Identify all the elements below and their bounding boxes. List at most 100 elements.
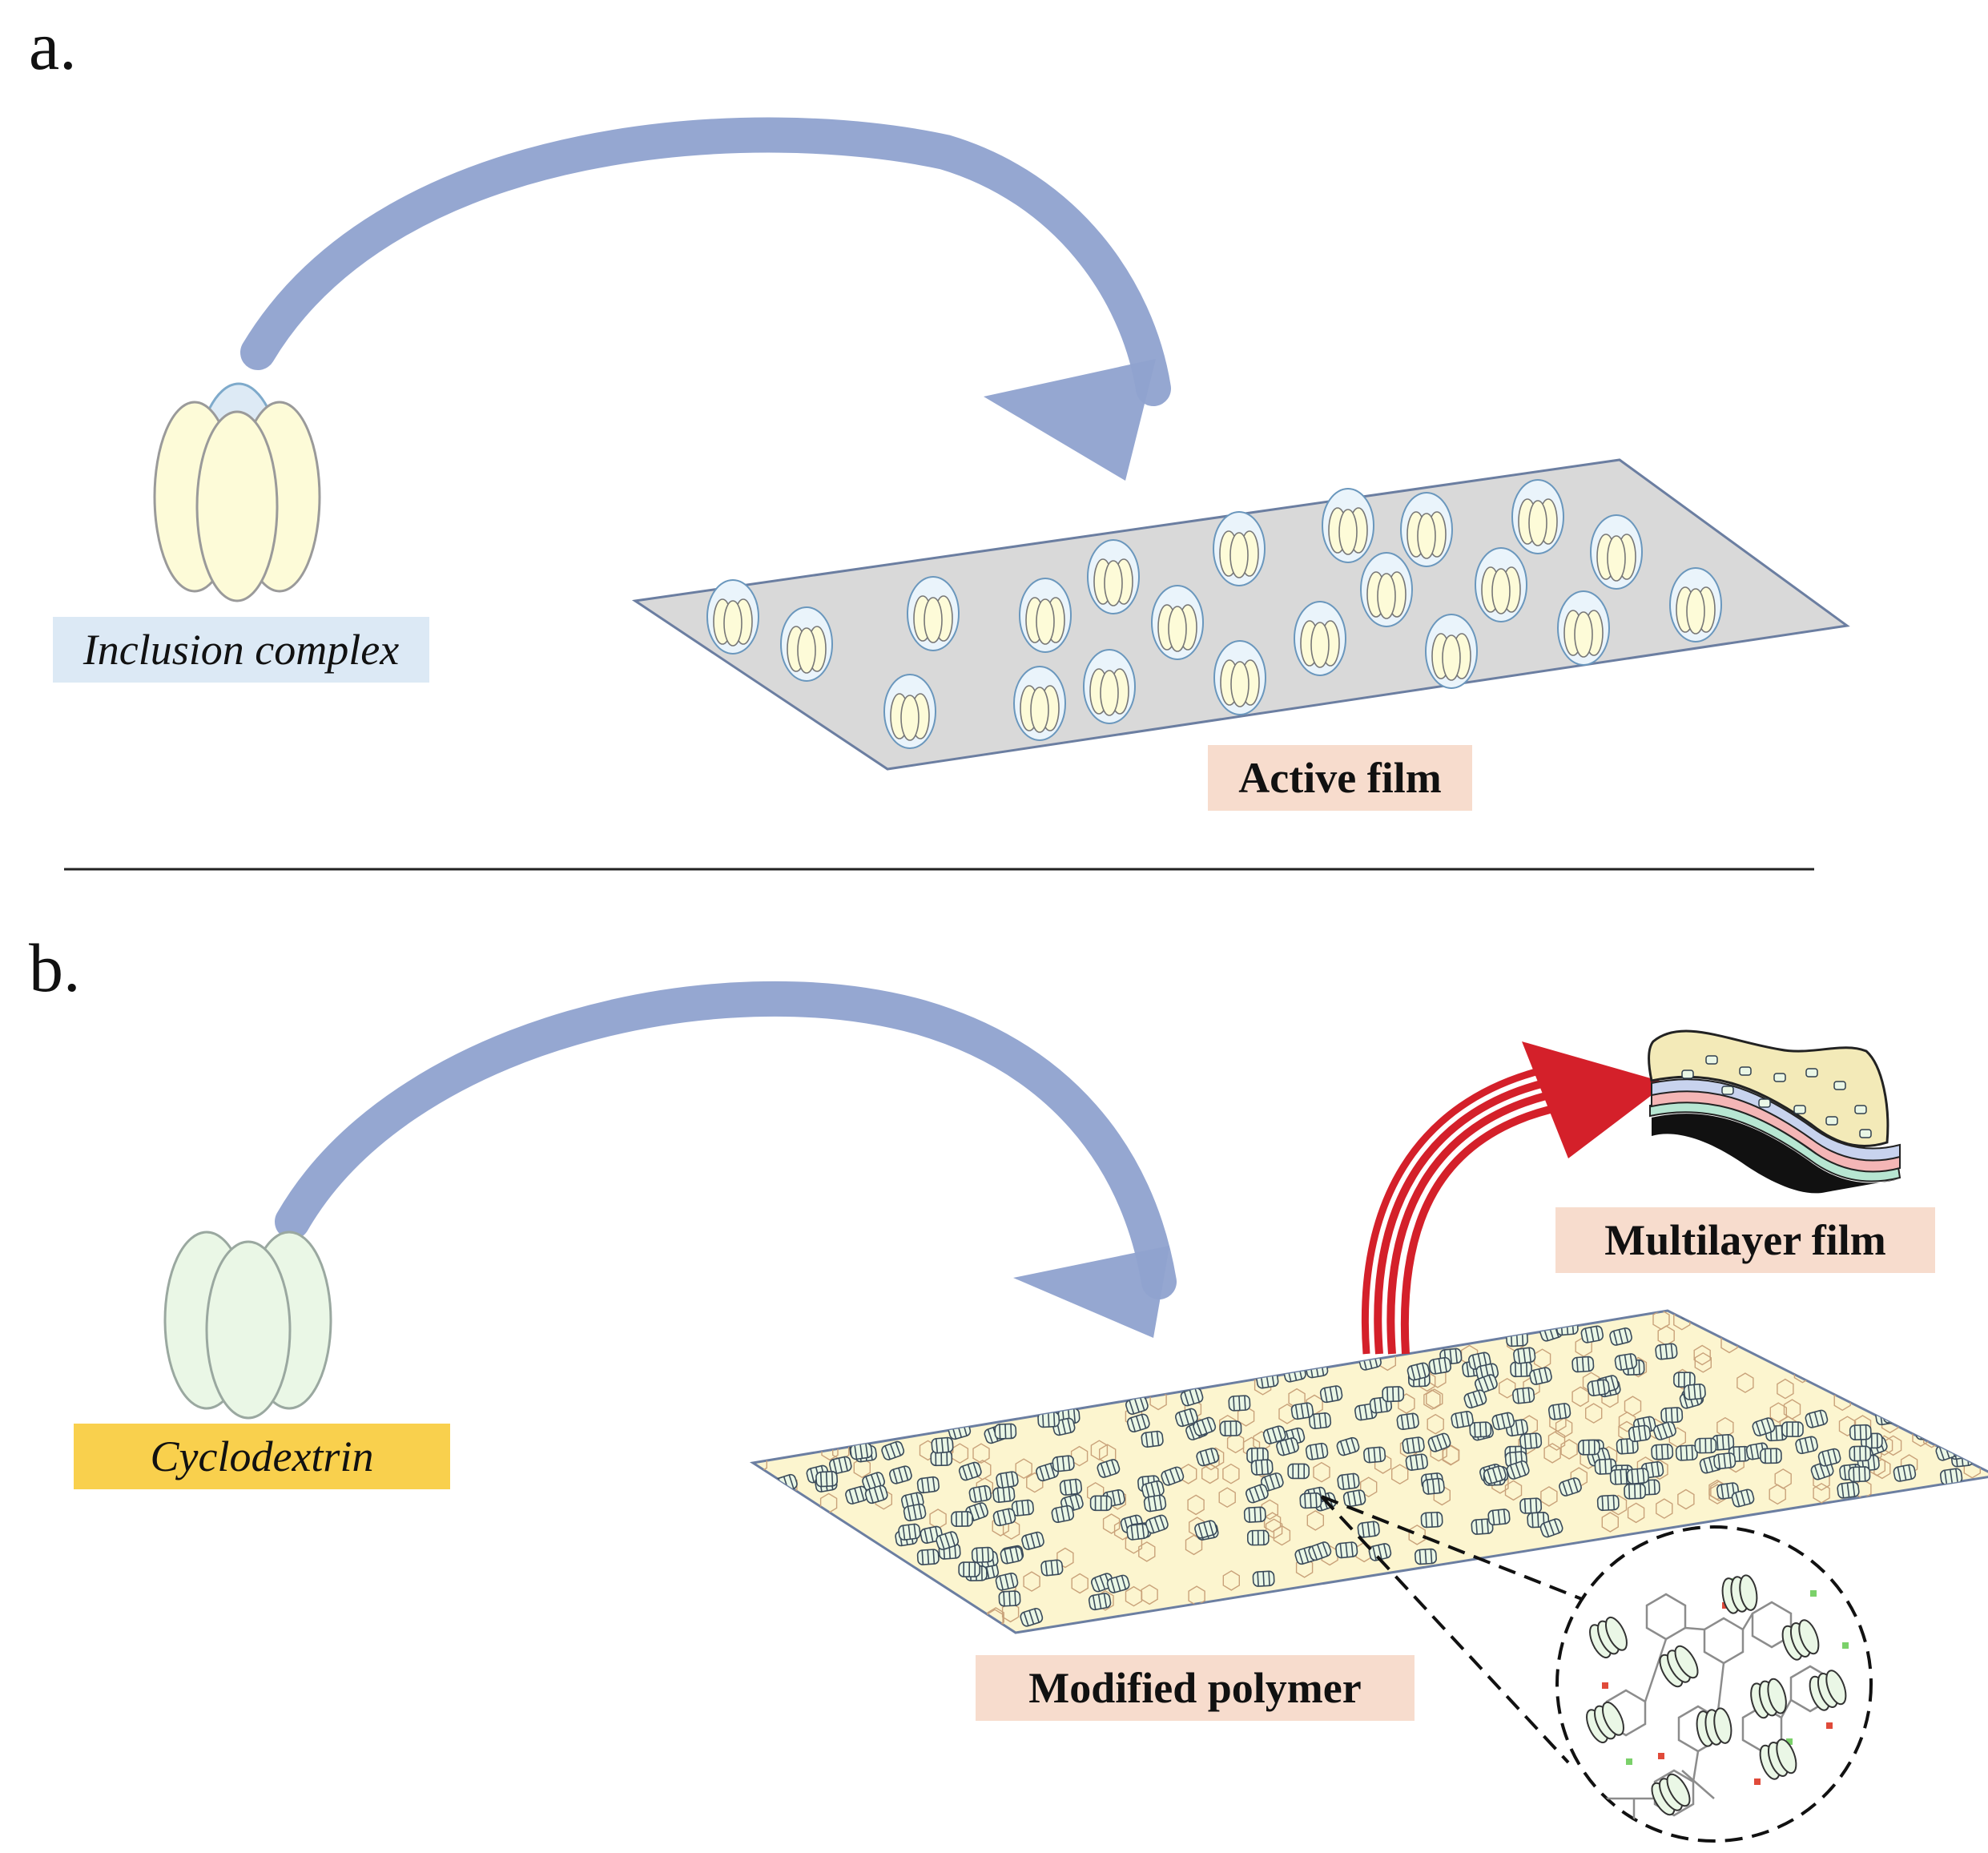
process-arrow-b bbox=[275, 981, 1177, 1338]
process-arrow-a bbox=[240, 117, 1171, 481]
cyclodextrin-particle bbox=[1356, 1520, 1381, 1539]
cyclodextrin-particle bbox=[1414, 1548, 1438, 1565]
multilayer-film-icon bbox=[1648, 1029, 1901, 1194]
cyclodextrin-particle bbox=[1950, 1433, 1974, 1452]
cyclodextrin-particle bbox=[1246, 1529, 1270, 1546]
cyclodextrin-label: Cyclodextrin bbox=[74, 1424, 450, 1489]
cyclodextrin-particle bbox=[1623, 1483, 1647, 1500]
cyclodextrin-particle bbox=[1401, 1436, 1426, 1455]
cyclodextrin-particle bbox=[1334, 1541, 1358, 1559]
cyclodextrin-particle bbox=[1915, 1424, 1938, 1440]
cyclodextrin-particle bbox=[1849, 1424, 1872, 1441]
cyclodextrin-particle bbox=[1683, 1383, 1707, 1401]
cyclodextrin-particle bbox=[1586, 1378, 1611, 1397]
cyclodextrin-particle bbox=[1854, 1368, 1880, 1390]
cyclodextrin-particle bbox=[1382, 1385, 1405, 1403]
polymer-hexagon bbox=[1764, 1311, 1781, 1319]
cyclodextrin-particle bbox=[1571, 1356, 1595, 1373]
cyclodextrin-particle bbox=[1511, 1386, 1535, 1405]
cyclodextrin-particle bbox=[1715, 1311, 1741, 1323]
polymer-hexagon bbox=[1804, 1323, 1822, 1344]
cyclodextrin-particle bbox=[1712, 1452, 1736, 1470]
cyclodextrin-particle bbox=[916, 1548, 940, 1566]
cyclodextrin-particle bbox=[1219, 1420, 1242, 1437]
cyclodextrin-particle bbox=[1849, 1445, 1872, 1462]
cyclodextrin-particle bbox=[1255, 1370, 1280, 1390]
cyclodextrin-particle bbox=[1059, 1477, 1083, 1496]
modified-polymer-label: Modified polymer bbox=[976, 1655, 1415, 1721]
cyclodextrin-particle bbox=[1404, 1452, 1429, 1472]
cyclodextrin-particle bbox=[1252, 1570, 1275, 1588]
cyclodextrin-particle bbox=[1142, 1493, 1168, 1513]
active-film bbox=[631, 458, 1850, 771]
cyclodextrin-particle bbox=[930, 1436, 955, 1454]
cyclodextrin-particle bbox=[1395, 1412, 1420, 1431]
cyclodextrin-particle bbox=[1336, 1472, 1361, 1491]
cyclodextrin-particle bbox=[1794, 1322, 1818, 1341]
cyclodextrin-particle bbox=[1626, 1467, 1650, 1485]
modified-polymer-film bbox=[749, 1309, 1988, 1634]
cyclodextrin-particle bbox=[1660, 1406, 1684, 1424]
cyclodextrin-particle bbox=[992, 1485, 1016, 1504]
cyclodextrin-particle bbox=[1250, 1458, 1274, 1476]
cyclodextrin-particle bbox=[1228, 1395, 1251, 1412]
cyclodextrin-particle bbox=[1882, 1406, 1906, 1424]
multilayer-film-label: Multilayer film bbox=[1555, 1207, 1935, 1273]
cyclodextrin-particle bbox=[1555, 1319, 1580, 1336]
zoom-inset bbox=[1555, 1525, 1873, 1843]
cyclodextrin-particle bbox=[1781, 1421, 1804, 1437]
cyclodextrin-particle bbox=[1654, 1342, 1679, 1361]
cyclodextrin-particle bbox=[1487, 1508, 1511, 1526]
cyclodextrin-particle bbox=[1791, 1342, 1814, 1359]
cyclodextrin-particle bbox=[897, 1522, 922, 1541]
cyclodextrin-particle bbox=[1422, 1477, 1446, 1496]
cyclodextrin-particle bbox=[995, 1470, 1020, 1489]
cyclodextrin-particle bbox=[1287, 1463, 1310, 1480]
inclusion-complex-label: Inclusion complex bbox=[53, 617, 429, 683]
cyclodextrin-particle bbox=[916, 1476, 940, 1494]
cyclodextrin-particle bbox=[1577, 1439, 1600, 1456]
cyclodextrin-particle bbox=[1290, 1401, 1314, 1421]
cyclodextrin-particle bbox=[1450, 1410, 1475, 1429]
cyclodextrin-particle bbox=[815, 1470, 839, 1488]
cyclodextrin-particle bbox=[1519, 1432, 1543, 1450]
cyclodextrin-particle bbox=[1040, 1558, 1064, 1577]
cyclodextrin-particle bbox=[1650, 1443, 1674, 1460]
zoom-connector bbox=[1320, 1495, 1583, 1764]
cyclodextrin-particle bbox=[994, 1423, 1017, 1440]
cyclodextrin-particle bbox=[951, 1511, 973, 1528]
cyclodextrin-particle bbox=[1342, 1488, 1367, 1509]
cyclodextrin-particle bbox=[998, 1589, 1021, 1607]
cyclodextrin-particle bbox=[1775, 1339, 1801, 1360]
cyclodextrin-particle bbox=[1613, 1352, 1638, 1372]
cyclodextrin-particle bbox=[1362, 1446, 1386, 1464]
cyclodextrin-particle bbox=[1757, 1316, 1782, 1336]
cyclodextrin-particle bbox=[958, 1561, 980, 1577]
cyclodextrin-particle bbox=[1679, 1311, 1702, 1319]
cyclodextrin-particle bbox=[1125, 1522, 1150, 1541]
polymer-hexagon bbox=[1855, 1358, 1873, 1379]
cyclodextrin-icon bbox=[163, 1231, 332, 1420]
cyclodextrin-particle bbox=[968, 1484, 992, 1504]
cyclodextrin-particle bbox=[971, 1546, 995, 1564]
cyclodextrin-particle bbox=[1318, 1384, 1344, 1404]
cyclodextrin-particle bbox=[1243, 1506, 1267, 1524]
cyclodextrin-particle bbox=[1299, 1492, 1322, 1509]
cyclodextrin-particle bbox=[1759, 1448, 1782, 1464]
cyclodextrin-particle bbox=[1628, 1424, 1652, 1443]
cyclodextrin-particle bbox=[1469, 1421, 1492, 1438]
cyclodextrin-particle bbox=[1509, 1360, 1533, 1378]
active-film-label: Active film bbox=[1208, 745, 1472, 811]
cyclodextrin-particle bbox=[1519, 1497, 1543, 1515]
cyclodextrin-particle bbox=[1087, 1592, 1113, 1612]
cyclodextrin-particle bbox=[1836, 1480, 1861, 1500]
cyclodextrin-particle bbox=[1051, 1454, 1076, 1473]
polymer-hexagon bbox=[1716, 1311, 1733, 1317]
cyclodextrin-particle bbox=[1596, 1494, 1620, 1512]
cyclodextrin-particle bbox=[1427, 1356, 1452, 1376]
output-arrow bbox=[1361, 1041, 1668, 1355]
cyclodextrin-particle bbox=[1305, 1442, 1330, 1461]
cyclodextrin-particle bbox=[1694, 1437, 1717, 1454]
cyclodextrin-particle bbox=[1089, 1495, 1113, 1512]
cyclodextrin-particle bbox=[1675, 1444, 1699, 1461]
